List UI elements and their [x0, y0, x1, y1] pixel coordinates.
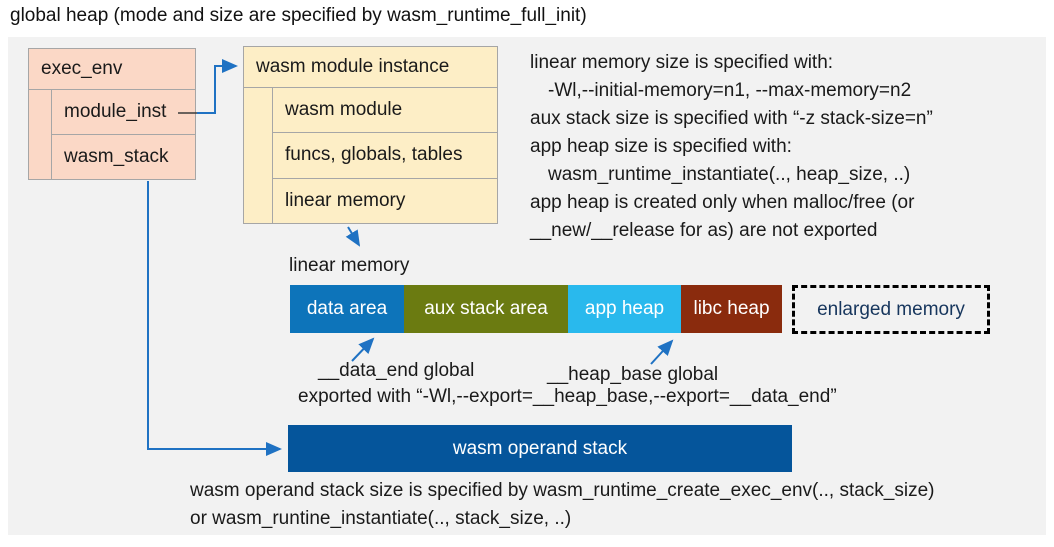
module-instance-rows: wasm module funcs, globals, tables linea… — [273, 88, 497, 223]
footer-note: wasm operand stack size is specified by … — [190, 477, 935, 533]
heap-base-global-label: __heap_base global — [547, 364, 719, 385]
note-line: app heap is created only when malloc/fre… — [530, 192, 915, 213]
note-line: aux stack size is specified with “-z sta… — [530, 108, 933, 129]
segment-libc-heap: libc heap — [681, 285, 782, 333]
exec-env-spacer — [29, 90, 52, 179]
exec-env-header: exec_env — [29, 49, 195, 90]
diagram-title: global heap (mode and size are specified… — [10, 5, 587, 26]
exec-env-row-module-inst: module_inst — [64, 101, 167, 122]
segment-enlarged-memory: enlarged memory — [792, 285, 990, 334]
linear-memory-label: linear memory — [289, 255, 410, 276]
data-end-global-label: __data_end global — [318, 360, 475, 381]
note-line: __new/__release for as) are not exported — [530, 220, 878, 241]
module-instance-spacer — [244, 88, 273, 223]
segment-data-area: data area — [290, 285, 404, 333]
footer-line: wasm operand stack size is specified by … — [190, 480, 935, 501]
note-line: linear memory size is specified with: — [530, 52, 834, 73]
notes-block: linear memory size is specified with: -W… — [530, 49, 1035, 245]
exec-env-row-wasm-stack: wasm_stack — [52, 134, 195, 179]
note-line: wasm_runtime_instantiate(.., heap_size, … — [548, 164, 911, 185]
module-instance-box: wasm module instance wasm module funcs, … — [243, 46, 498, 224]
linear-memory-bar: data area aux stack area app heap libc h… — [290, 285, 782, 333]
exported-with-label: exported with “-Wl,--export=__heap_base,… — [298, 386, 837, 407]
wasm-operand-stack-bar: wasm operand stack — [288, 425, 792, 472]
segment-app-heap: app heap — [568, 285, 681, 333]
module-instance-row-funcs-globals-tables: funcs, globals, tables — [273, 132, 497, 177]
footer-line: or wasm_runtine_instantiate(.., stack_si… — [190, 508, 572, 529]
exec-env-box: exec_env module_inst wasm_stack — [28, 48, 196, 180]
exec-env-body: module_inst wasm_stack — [29, 90, 195, 179]
module-instance-body: wasm module funcs, globals, tables linea… — [244, 88, 497, 223]
segment-aux-stack-area: aux stack area — [404, 285, 568, 333]
note-line: app heap size is specified with: — [530, 136, 792, 157]
exec-env-rows: module_inst wasm_stack — [52, 90, 195, 179]
module-instance-row-linear-memory: linear memory — [273, 177, 497, 223]
note-line: -Wl,--initial-memory=n1, --max-memory=n2 — [548, 80, 912, 101]
module-instance-header: wasm module instance — [244, 47, 497, 88]
module-instance-row-wasm-module: wasm module — [285, 99, 403, 121]
